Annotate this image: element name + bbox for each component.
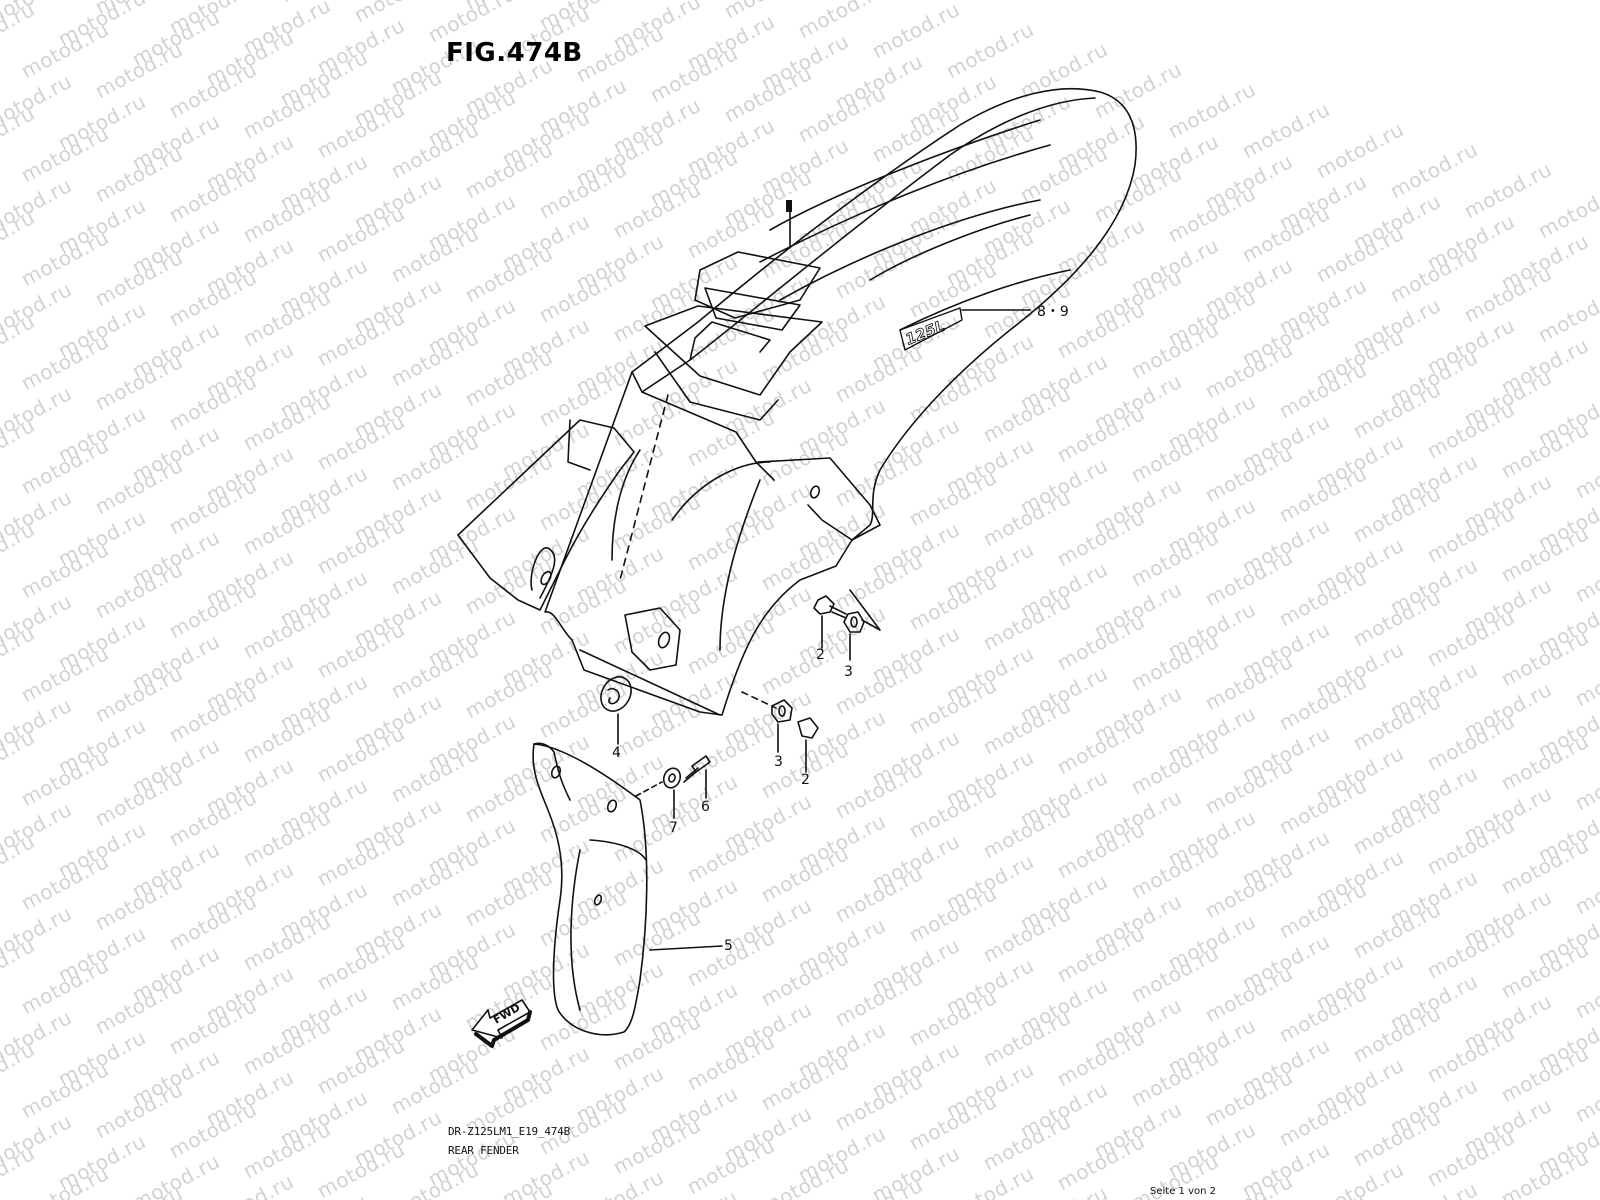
callout-marker-1 — [786, 200, 792, 212]
clip-part-4 — [600, 676, 632, 745]
figure-code: DR-Z125LM1_E19_474B — [448, 1125, 571, 1138]
rear-fender-part: 125L — [457, 87, 1137, 716]
screw-part-6 — [683, 755, 711, 799]
fwd-arrow-icon — [471, 999, 532, 1048]
washer-part-7 — [662, 767, 682, 819]
mud-flap-part — [532, 742, 648, 1036]
bolt-part-2-upper — [813, 595, 847, 649]
nut-part-3-upper — [843, 611, 865, 661]
callout-7: 7 — [669, 820, 678, 836]
callout-6: 6 — [701, 799, 710, 815]
bolt-part-2-lower — [797, 717, 819, 773]
page-footer: Seite 1 von 2 — [1150, 1186, 1216, 1197]
callout-8-9: 8・9 — [1037, 304, 1069, 320]
fastener-guide-line — [849, 589, 881, 631]
callout-5: 5 — [724, 938, 733, 954]
nut-part-3-lower — [771, 699, 793, 753]
callout-4: 4 — [612, 745, 621, 761]
callout-2-upper: 2 — [816, 647, 825, 663]
decal-logo: 125L — [899, 307, 963, 351]
callout-2-lower: 2 — [801, 772, 810, 788]
figure-title: FIG.474B — [446, 38, 583, 68]
callout-3-lower: 3 — [774, 754, 783, 770]
dashed-guide-mudflap — [635, 781, 663, 797]
callout-3-upper: 3 — [844, 664, 853, 680]
leader-line-5 — [649, 945, 723, 951]
figure-name: REAR FENDER — [448, 1144, 519, 1157]
